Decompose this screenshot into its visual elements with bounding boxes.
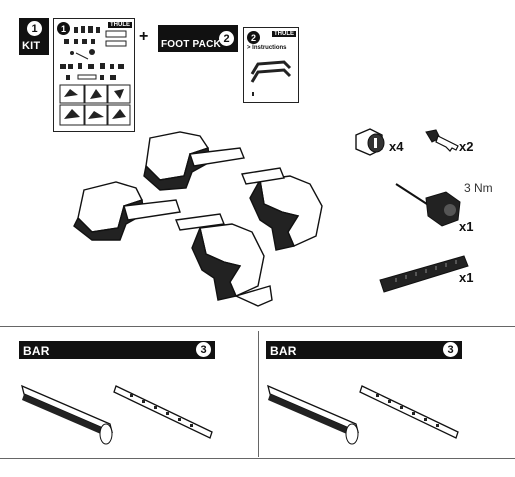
bottom-divider <box>0 458 515 459</box>
bar-header-right: BAR 3 <box>266 341 462 359</box>
feet-illustration <box>73 131 323 307</box>
bar-label-left: BAR <box>23 344 50 358</box>
tool-quantity: x1 <box>459 219 474 234</box>
bar-header-left: BAR 3 <box>19 341 215 359</box>
kit-parts-illustration <box>59 26 131 126</box>
bar-illustration-left <box>21 384 213 445</box>
center-divider <box>258 331 259 457</box>
plus-sign: + <box>139 28 149 45</box>
kit-sheet-brand: THULE <box>108 22 132 28</box>
lock-quantity: x4 <box>389 139 404 154</box>
instructions-label: > Instructions <box>247 45 287 51</box>
bar-number-right: 3 <box>443 342 458 357</box>
kit-number: 1 <box>27 21 42 36</box>
kit-label: KIT <box>22 40 41 52</box>
bar-label-right: BAR <box>270 344 297 358</box>
bar-number-left: 3 <box>196 342 211 357</box>
foot-pack-badge: 2 FOOT PACK <box>158 25 238 52</box>
kit-badge: 1 KIT <box>19 18 49 55</box>
kit-sheet-number: 1 <box>57 22 70 35</box>
strap-icon <box>379 255 469 293</box>
strap-quantity: x1 <box>459 270 474 285</box>
lock-core-icon <box>355 128 385 156</box>
foot-pack-label: FOOT PACK <box>161 39 221 50</box>
key-icon <box>425 129 459 152</box>
bar-illustration-right <box>267 384 459 445</box>
instructions-number: 2 <box>247 31 260 44</box>
foot-pack-number: 2 <box>219 31 234 46</box>
instructions-illustration <box>250 60 292 96</box>
kit-sheet: 1 THULE <box>53 18 135 132</box>
key-quantity: x2 <box>459 139 474 154</box>
instructions-sheet: 2 THULE > Instructions <box>243 27 299 103</box>
torque-tool-icon <box>395 183 461 227</box>
top-divider <box>0 326 515 327</box>
torque-label: 3 Nm <box>464 181 493 195</box>
instructions-brand: THULE <box>272 31 296 37</box>
